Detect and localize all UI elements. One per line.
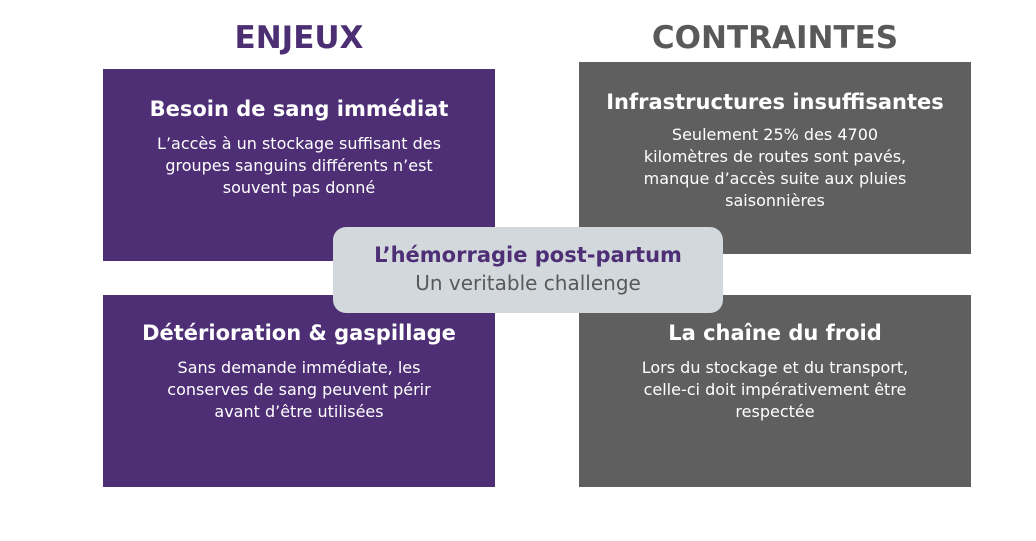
contrainte-box-chaine-du-froid: La chaîne du froid Lors du stockage et d…: [579, 295, 971, 487]
box-body: Sans demande immédiate, les conserves de…: [119, 357, 479, 423]
box-body: Seulement 25% des 4700 kilomètres de rou…: [595, 124, 955, 212]
enjeux-heading: ENJEUX: [234, 20, 364, 56]
box-body-line: avant d’être utilisées: [214, 402, 384, 421]
box-body-line: Sans demande immédiate, les: [177, 358, 421, 377]
box-body-line: Lors du stockage et du transport,: [641, 358, 909, 377]
contrainte-box-infrastructures: Infrastructures insuffisantes Seulement …: [579, 62, 971, 254]
box-title: Infrastructures insuffisantes: [606, 90, 944, 114]
enjeu-box-besoin-de-sang: Besoin de sang immédiat L’accès à un sto…: [103, 69, 495, 261]
box-body-line: conserves de sang peuvent périr: [167, 380, 431, 399]
box-title: Besoin de sang immédiat: [149, 97, 449, 121]
contraintes-heading: CONTRAINTES: [651, 20, 899, 56]
box-body-line: celle-ci doit impérativement être: [643, 380, 907, 399]
center-subtitle: Un veritable challenge: [415, 271, 641, 295]
box-body-line: saisonnières: [725, 191, 825, 210]
center-title: L’hémorragie post-partum: [374, 243, 682, 267]
enjeu-box-deterioration: Détérioration & gaspillage Sans demande …: [103, 295, 495, 487]
center-callout: L’hémorragie post-partum Un veritable ch…: [333, 227, 723, 313]
box-body-line: manque d’accès suite aux pluies: [643, 169, 907, 188]
box-body-line: souvent pas donné: [222, 178, 376, 197]
box-body: L’accès à un stockage suffisant des grou…: [119, 133, 479, 199]
box-body-line: L’accès à un stockage suffisant des: [157, 134, 441, 153]
box-body-line: respectée: [735, 402, 815, 421]
box-title: Détérioration & gaspillage: [142, 321, 456, 345]
box-body-line: groupes sanguins différents n’est: [165, 156, 433, 175]
box-body-line: Seulement 25% des 4700: [671, 125, 879, 144]
box-body: Lors du stockage et du transport, celle-…: [595, 357, 955, 423]
box-body-line: kilomètres de routes sont pavés,: [643, 147, 907, 166]
box-title: La chaîne du froid: [668, 321, 882, 345]
